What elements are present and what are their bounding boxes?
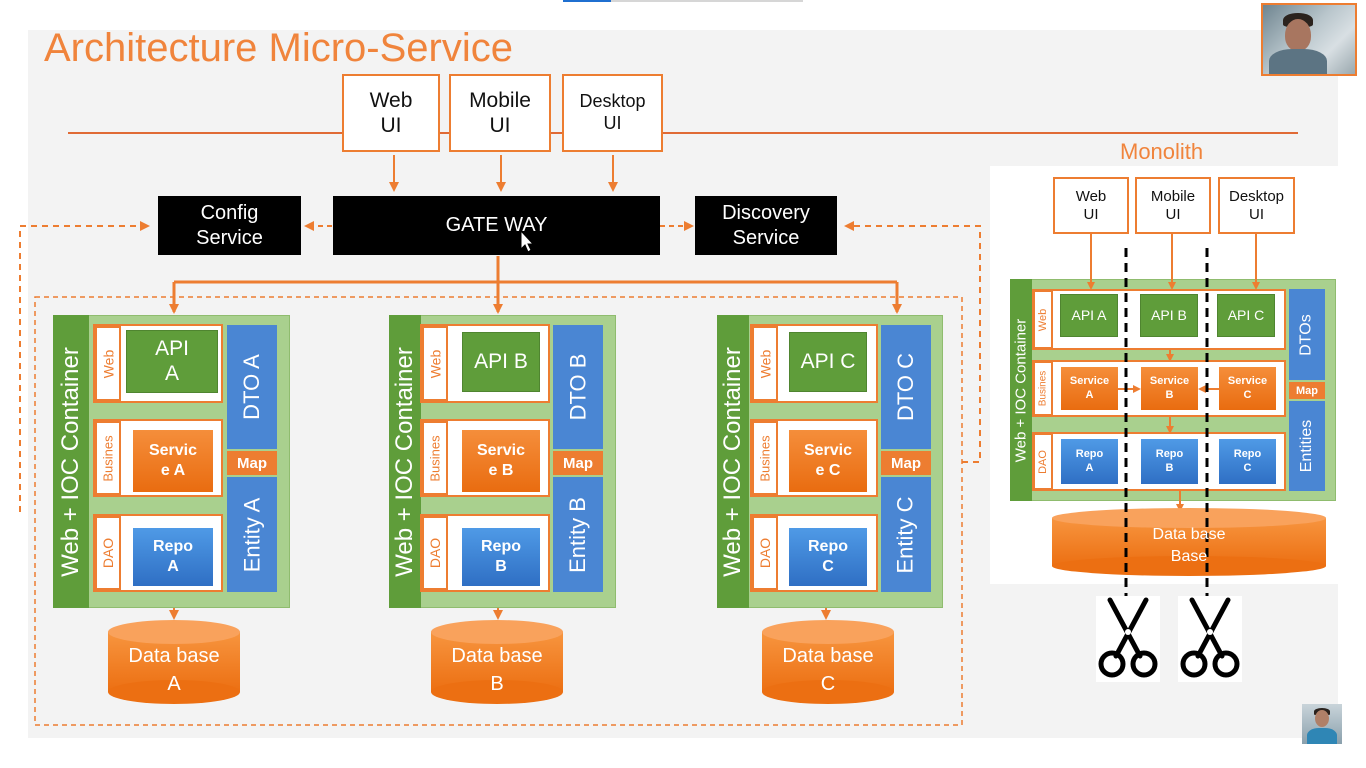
client-desktop-ui: Desktop UI	[562, 74, 663, 152]
service-b-dao-label: DAO	[422, 516, 448, 590]
service-b-business-label: Busines	[422, 421, 448, 495]
monolith-repo-a: Repo A	[1061, 439, 1118, 484]
monolith-database-label: Data base Base	[1152, 526, 1226, 565]
monolith-container-label: Web + IOC Container	[1010, 279, 1032, 501]
service-a-dto: DTO A	[227, 325, 277, 449]
monolith-api-c: API C	[1217, 294, 1275, 337]
monolith-repo-c: Repo C	[1219, 439, 1276, 484]
top-progress-track	[563, 0, 803, 2]
service-b-web-label: Web	[422, 326, 448, 401]
service-c-map: Map	[881, 451, 931, 475]
service-b-database-label: Data base B	[451, 645, 543, 695]
monolith-business-label: Busines	[1033, 361, 1053, 416]
service-c-entity: Entity C	[881, 477, 931, 592]
service-a-map: Map	[227, 451, 277, 475]
service-b-container-label: Web + IOC Container	[389, 315, 421, 608]
monolith-service-c: Service C	[1219, 367, 1276, 410]
service-a-database-label: Data base A	[128, 645, 220, 695]
webcam-video	[1261, 3, 1357, 76]
client-web-ui: Web UI	[342, 74, 440, 152]
monolith-api-a: API A	[1060, 294, 1118, 337]
service-b-map: Map	[553, 451, 603, 475]
service-b-dto: DTO B	[553, 325, 603, 449]
monolith-client-mobile: Mobile UI	[1135, 177, 1211, 234]
service-a-web-label: Web	[95, 326, 121, 401]
service-c-api: API C	[789, 332, 867, 392]
service-a-container-label: Web + IOC Container	[53, 315, 89, 608]
service-b-api: API B	[462, 332, 540, 392]
monolith-entities: Entities	[1289, 401, 1325, 491]
monolith-dtos: DTOs	[1289, 289, 1325, 380]
monolith-dao-label: DAO	[1033, 433, 1053, 490]
slide-title: Architecture Micro-Service	[44, 26, 514, 70]
monolith-client-desktop: Desktop UI	[1218, 177, 1295, 234]
service-c-dto: DTO C	[881, 325, 931, 449]
discovery-service-box: Discovery Service	[695, 196, 837, 255]
service-a-dao-label: DAO	[95, 516, 121, 590]
service-c-service: Servic e C	[789, 430, 867, 492]
monolith-web-label: Web	[1033, 290, 1053, 349]
service-c-web-label: Web	[752, 326, 778, 401]
monolith-api-b: API B	[1140, 294, 1198, 337]
monolith-service-b: Service B	[1141, 367, 1198, 410]
scissors-icon	[1096, 596, 1160, 682]
top-progress-fill	[563, 0, 611, 2]
database-a-shape	[108, 620, 240, 704]
monolith-repo-b: Repo B	[1141, 439, 1198, 484]
monolith-client-web: Web UI	[1053, 177, 1129, 234]
service-c-database-label: Data base C	[782, 645, 874, 695]
scissors-icon	[1178, 596, 1242, 682]
database-b-shape	[431, 620, 563, 704]
config-service-box: Config Service	[158, 196, 301, 255]
service-b-entity: Entity B	[553, 477, 603, 592]
client-mobile-ui: Mobile UI	[449, 74, 551, 152]
service-c-business-label: Busines	[752, 421, 778, 495]
service-b-service: Servic e B	[462, 430, 540, 492]
service-c-repo: Repo C	[789, 528, 867, 586]
service-b-repo: Repo B	[462, 528, 540, 586]
monolith-title: Monolith	[1120, 139, 1204, 164]
service-c-dao-label: DAO	[752, 516, 778, 590]
service-a-entity: Entity A	[227, 477, 277, 592]
database-c-shape	[762, 620, 894, 704]
service-a-business-label: Busines	[95, 421, 121, 495]
monolith-service-a: Service A	[1061, 367, 1118, 410]
monolith-map: Map	[1289, 382, 1325, 399]
gateway-box: GATE WAY	[333, 196, 660, 255]
service-a-repo: Repo A	[133, 528, 213, 586]
monolith-database-shape	[1052, 508, 1326, 576]
service-a-api: API A	[126, 330, 218, 393]
presenter-avatar	[1302, 704, 1342, 744]
service-c-container-label: Web + IOC Container	[717, 315, 749, 608]
service-a-service: Servic e A	[133, 430, 213, 492]
